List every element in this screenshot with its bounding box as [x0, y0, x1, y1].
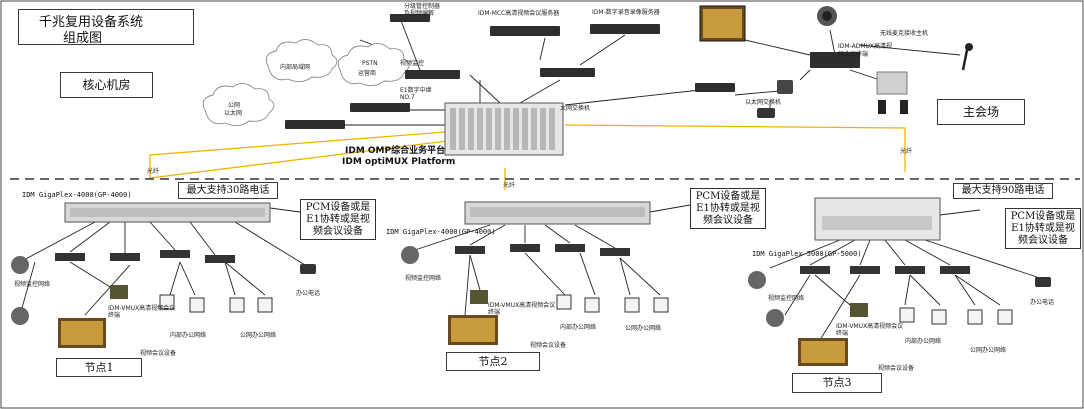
node2-vc-label: IDM-VMUX高清视频会议 终端: [488, 302, 556, 316]
cloud-public-label1: 公网: [228, 102, 241, 109]
recording-server-label: IDM-数字录音录像服务器: [592, 9, 660, 16]
node2-vc-dev-label: 视频会议设备: [530, 342, 567, 349]
node3-capacity-label: 最大支持90路电话: [953, 183, 1053, 199]
cloud-intranet-label: 内部局域网: [280, 64, 311, 71]
node1-office-pub-label: 公网办公网络: [240, 332, 277, 339]
node3-office-int-label: 内部办公网络: [905, 338, 942, 345]
node3-name: 节点3: [792, 373, 882, 393]
core-eth-switch-label: 太网交换机: [560, 105, 591, 112]
node1-devices: [11, 202, 316, 348]
main-venue-devices: [699, 5, 973, 118]
node1-callout: PCM设备或是 E1协转或是视 频会议设备: [300, 199, 376, 240]
cloud-shapes: [202, 39, 410, 126]
title-box: 千兆复用设备系统 组成图: [18, 9, 194, 46]
central-platform-cn: IDM OMP综合业务平台: [345, 146, 446, 156]
main-venue-label: 主会场: [937, 99, 1025, 125]
admux-label: IDM-ADMUX高清视 频会议终端: [838, 43, 893, 58]
central-platform-en: IDM optiMUX Platform: [342, 157, 456, 167]
video-monitor-label: 视频监控: [400, 60, 425, 67]
node1-camera-label: 视频监控网络: [14, 281, 51, 288]
cloud-pstn-label: PSTN: [362, 60, 378, 67]
cloud-public-label2: 以太网: [224, 110, 243, 117]
node3-vc-label: IDM-VMUX高清视频会议 终端: [836, 323, 904, 337]
node1-phone-label: 办公电话: [296, 290, 321, 297]
node3-office-pub-label: 公网办公网络: [970, 347, 1007, 354]
node2-callout: PCM设备或是 E1协转或是视 频会议设备: [690, 188, 766, 229]
central-chassis: [444, 102, 564, 156]
node3-camera-label: 视频监控网络: [768, 295, 805, 302]
node2-name: 节点2: [446, 352, 540, 371]
node1-device-label: IDM GigaPlex-4000(GP-4000): [22, 191, 132, 199]
node3-devices: [748, 197, 1051, 366]
node1-vc-dev-label: 视频会议设备: [140, 350, 177, 357]
cloud-pstn-label2: 运营商: [358, 70, 377, 77]
node1-vc-label: IDM-VMUX高清视频会议 终端: [108, 305, 176, 319]
node3-phone-label: 办公电话: [1030, 299, 1055, 306]
rack-devices: [285, 14, 860, 129]
node3-vc-dev-label: 视频会议设备: [878, 365, 915, 372]
node3-device-label: IDM GigaPlex-5000(GP-5000): [752, 250, 862, 258]
node1-office-int-label: 内部办公网络: [170, 332, 207, 339]
node1-name: 节点1: [56, 358, 142, 377]
title-line2: 组成图: [63, 31, 103, 46]
node2-office-pub-label: 公网办公网络: [625, 325, 662, 332]
central-ctrl-label: 分级管控制器 及视频编解: [404, 3, 441, 17]
node3-callout: PCM设备或是 E1协转或是视 频会议设备: [1005, 208, 1081, 249]
node2-camera-label: 视频监控网络: [405, 275, 442, 282]
node2-office-int-label: 内部办公网络: [560, 324, 597, 331]
wireless-mic-label: 无线麦克接收主机: [880, 30, 929, 37]
main-eth-switch-label: 以太网交换机: [745, 99, 782, 106]
core-room-label: 核心机房: [60, 72, 153, 98]
fiber-label-node1: 光纤: [147, 168, 160, 175]
mcc-server-label: IDM-MCC高清视频会议服务器: [478, 10, 560, 17]
node2-device-label: IDM GigaPlex-4000(GP-4000): [386, 228, 496, 236]
title-line1: 千兆复用设备系统: [39, 15, 144, 30]
node2-devices: [401, 201, 669, 345]
fiber-label-node3: 光纤: [900, 148, 913, 155]
node1-capacity-label: 最大支持30路电话: [178, 182, 278, 199]
fiber-label-node2: 光纤: [503, 182, 516, 189]
e1-trunk-label: E1数字中继 NO.7: [400, 87, 432, 101]
